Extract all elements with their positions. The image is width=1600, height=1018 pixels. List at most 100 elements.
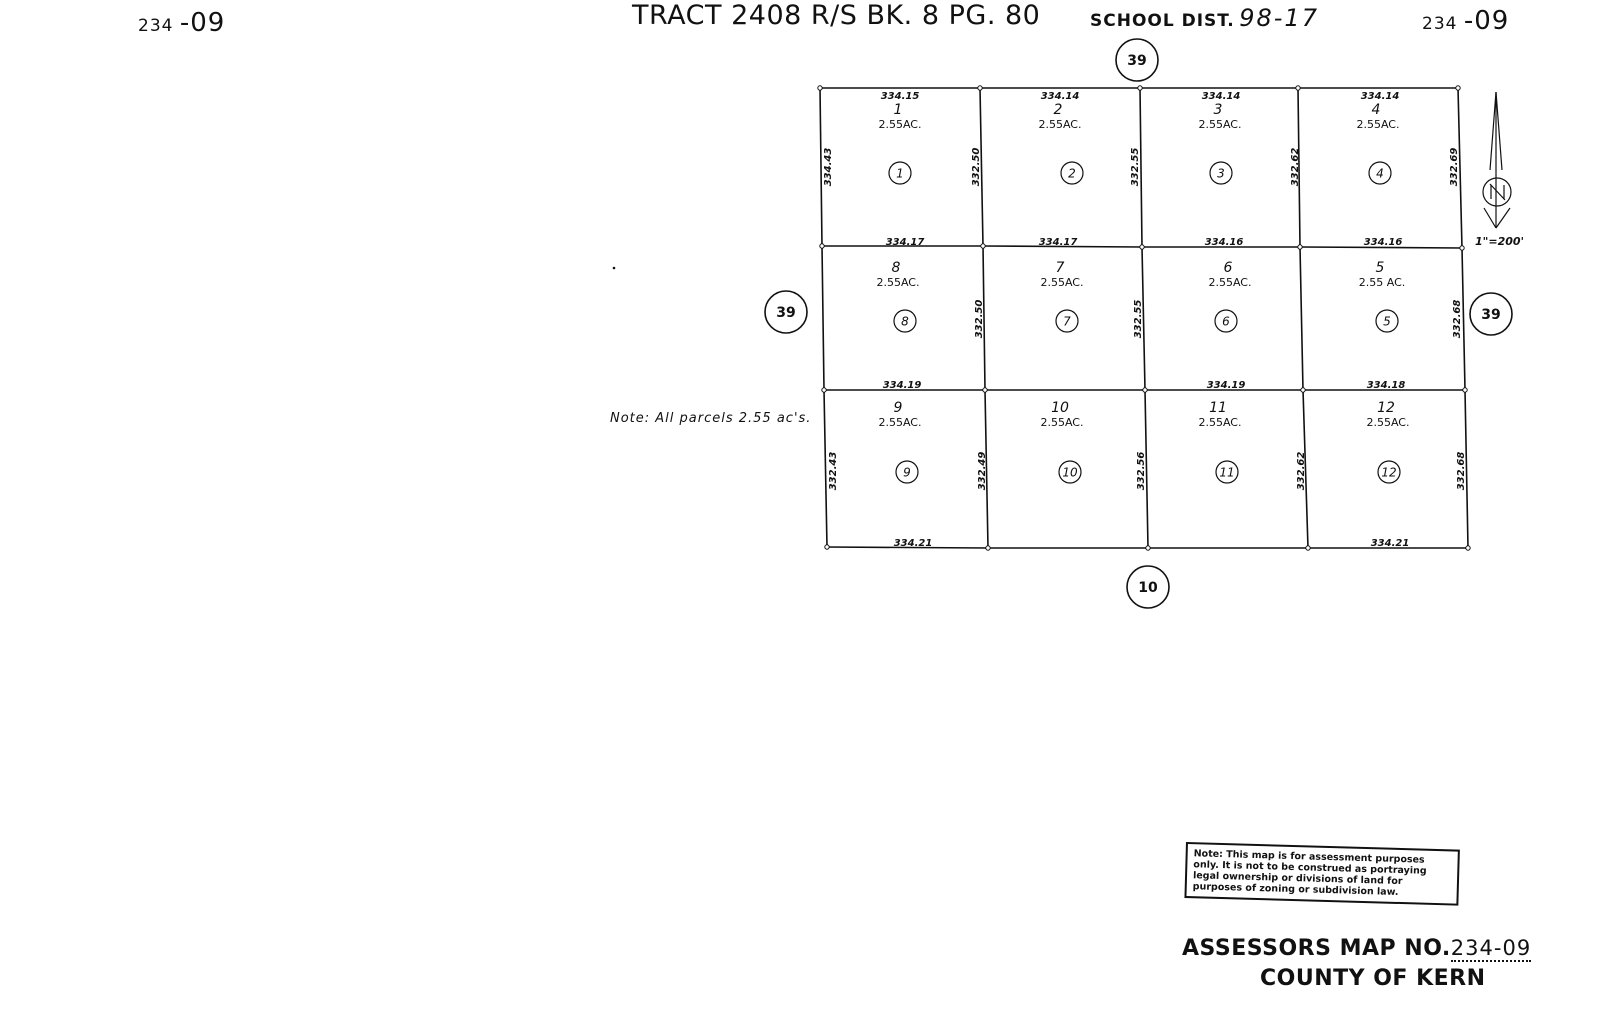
lot-line <box>1457 87 1469 549</box>
dimension-label: 332.62 <box>1290 148 1301 187</box>
grid-vertex <box>824 544 830 550</box>
lot-line <box>819 87 828 548</box>
dimension-label: 332.68 <box>1452 300 1463 339</box>
grid-vertex <box>1455 85 1461 91</box>
dimension-label: 332.55 <box>1130 148 1141 187</box>
grid-vertex <box>1139 244 1145 250</box>
road-number-east: 39 <box>1481 307 1500 323</box>
lot-area: 2.55AC. <box>1208 276 1251 289</box>
parcel-number: 10 <box>1062 466 1078 480</box>
dimension-label: 334.15 <box>881 91 920 102</box>
parcel-labels: 12.55AC.122.55AC.232.55AC.342.55AC.482.5… <box>876 102 1410 484</box>
dimension-label: 332.56 <box>1136 452 1147 491</box>
parcel-circle <box>1055 309 1079 333</box>
grid-vertex <box>1465 545 1471 551</box>
grid-vertex <box>817 85 823 91</box>
lot-number: 2 <box>1054 102 1063 118</box>
lot-number: 12 <box>1377 400 1395 416</box>
map-code-right-prefix: 234 <box>1422 14 1458 34</box>
grid-vertex <box>821 387 827 393</box>
parcel-circle <box>1058 460 1082 484</box>
grid-vertex <box>1462 387 1468 393</box>
scale-label: 1"=200' <box>1475 235 1524 248</box>
tract-title: TRACT 2408 R/S BK. 8 PG. 80 <box>632 0 1041 31</box>
road-circle-west <box>764 290 808 334</box>
parcel-number: 3 <box>1217 167 1225 181</box>
dimension-label: 334.21 <box>894 538 933 549</box>
parcel-number: 2 <box>1068 167 1076 181</box>
parcel-number: 7 <box>1063 315 1071 329</box>
dimension-label: 334.21 <box>1371 538 1410 549</box>
grid-vertex <box>982 387 988 393</box>
disclaimer-box: Note: This map is for assessment purpose… <box>1184 842 1460 906</box>
grid-vertex <box>1145 545 1151 551</box>
road-number-north: 39 <box>1127 53 1146 69</box>
grid-vertex <box>819 243 825 249</box>
parcel-circle <box>1377 460 1401 484</box>
lot-number: 1 <box>894 102 903 118</box>
grid-vertex <box>985 545 991 551</box>
road-number-south: 10 <box>1138 580 1158 596</box>
dimension-label: 332.43 <box>828 452 839 491</box>
assessor-label: ASSESSORS MAP NO. <box>1182 936 1451 961</box>
lot-area: 2.55AC. <box>878 416 921 429</box>
county-name: COUNTY OF KERN <box>1260 966 1486 991</box>
lot-number: 3 <box>1214 102 1223 118</box>
parcel-circle <box>1209 161 1233 185</box>
lot-area: 2.55AC. <box>1198 118 1241 131</box>
lot-area: 2.55AC. <box>876 276 919 289</box>
school-district: SCHOOL DIST. 98-17 <box>1090 4 1319 32</box>
parcel-circle <box>1368 161 1392 185</box>
grid-vertex <box>977 85 983 91</box>
dimension-label: 334.14 <box>1041 91 1080 102</box>
parcel-number: 11 <box>1219 466 1234 480</box>
lot-line <box>1139 87 1149 549</box>
grid-vertex <box>1305 545 1311 551</box>
lot-area: 2.55AC. <box>878 118 921 131</box>
dimension-label: 334.43 <box>823 148 834 187</box>
parcel-number: 5 <box>1383 315 1391 329</box>
lot-area: 2.55 AC. <box>1359 276 1406 289</box>
road-circle-east <box>1469 292 1513 336</box>
parcel-number: 8 <box>901 315 909 329</box>
map-code-left-suffix: -09 <box>179 8 226 38</box>
parcels-note: Note: All parcels 2.55 ac's. <box>610 411 812 426</box>
lot-area: 2.55AC. <box>1040 276 1083 289</box>
grid-vertex <box>1295 85 1301 91</box>
lot-line <box>1297 87 1309 549</box>
lot-area: 2.55AC. <box>1198 416 1241 429</box>
parcel-circle <box>1214 309 1238 333</box>
lot-number: 9 <box>894 400 903 416</box>
parcel-circle <box>895 460 919 484</box>
assessor-number: 234-09 <box>1450 936 1532 962</box>
parcel-circle <box>1215 460 1239 484</box>
map-code-left: 234 -09 <box>138 8 225 38</box>
parcel-number: 6 <box>1222 315 1230 329</box>
lot-area: 2.55AC. <box>1356 118 1399 131</box>
lot-area: 2.55AC. <box>1038 118 1081 131</box>
parcel-number: 9 <box>903 466 911 480</box>
dimension-label: 332.69 <box>1449 148 1460 187</box>
grid-vertex <box>1137 85 1143 91</box>
lot-number: 4 <box>1372 102 1381 118</box>
lot-number: 11 <box>1209 400 1227 416</box>
parcel-number: 1 <box>896 167 904 181</box>
parcel-number: 4 <box>1376 167 1384 181</box>
school-district-value: 98-17 <box>1239 4 1319 32</box>
dimension-label: 334.14 <box>1202 91 1241 102</box>
assessor-map-number: ASSESSORS MAP NO.234-09 <box>1182 936 1532 962</box>
lot-number: 6 <box>1224 260 1233 276</box>
north-arrow-icon <box>1482 91 1512 229</box>
stray-dot <box>612 266 616 270</box>
grid-vertex <box>1142 387 1148 393</box>
lot-number: 10 <box>1051 400 1069 416</box>
school-district-label: SCHOOL DIST. <box>1090 11 1235 31</box>
dimension-label: 332.68 <box>1456 452 1467 491</box>
map-code-right: 234 -09 <box>1422 6 1509 36</box>
dimension-label: 334.16 <box>1205 237 1244 248</box>
lot-number: 7 <box>1056 260 1065 276</box>
parcel-circle <box>888 161 912 185</box>
lot-line <box>979 87 989 549</box>
road-circle-north <box>1115 38 1159 82</box>
